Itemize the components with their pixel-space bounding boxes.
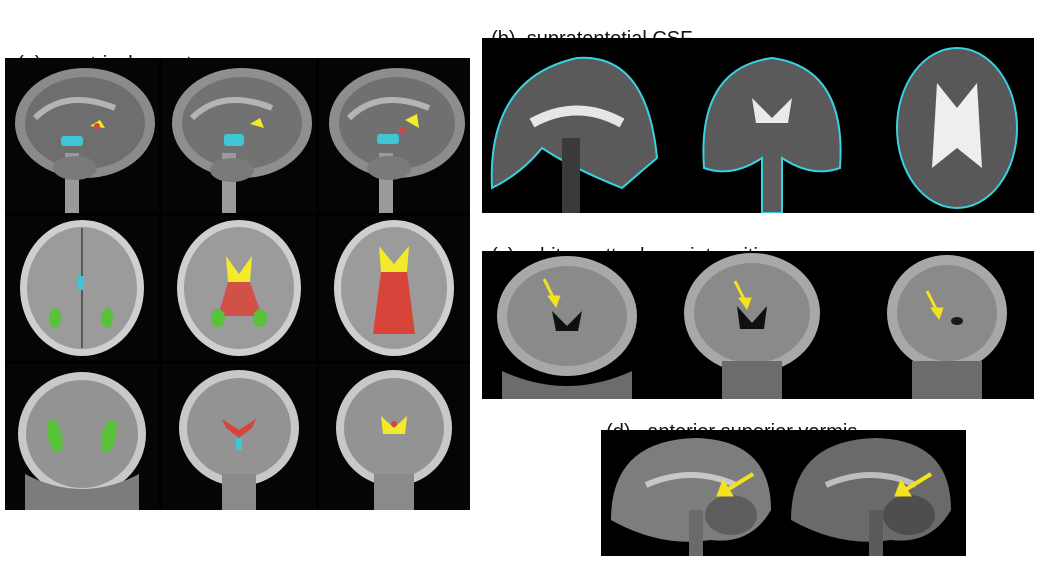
brain-mri-slice-icon <box>18 372 146 510</box>
brain-mri-slice-icon <box>179 370 299 510</box>
brain-mri-slice-icon <box>177 220 301 356</box>
sagittal-slice-1 <box>5 58 159 213</box>
panel-d-image-strip <box>601 430 966 556</box>
annotation-arrow-icon <box>716 472 933 497</box>
axial-slice-3 <box>319 216 470 361</box>
brain-mri-slice-icon <box>490 47 1018 213</box>
brain-mri-slice-icon <box>611 438 951 556</box>
panel-c-image-strip <box>482 251 1034 399</box>
coronal-slice-2 <box>162 364 316 510</box>
brain-mri-slice-icon <box>20 220 144 356</box>
coronal-slice-1 <box>5 364 159 510</box>
brain-mri-slice-icon <box>336 370 452 510</box>
brain-mri-slice-icon <box>497 253 1007 399</box>
sagittal-slice-3 <box>319 58 470 213</box>
annotation-arrow-icon <box>542 278 944 321</box>
sagittal-slice-2 <box>162 58 316 213</box>
axial-slice-2 <box>162 216 316 361</box>
axial-slice-1 <box>5 216 159 361</box>
coronal-slice-3 <box>319 364 470 510</box>
panel-a-image-grid <box>5 58 470 510</box>
panel-b-image-strip <box>482 38 1034 213</box>
brain-mri-slice-icon <box>172 68 312 213</box>
brain-mri-slice-icon <box>334 220 454 356</box>
brain-mri-slice-icon <box>15 68 155 213</box>
brain-mri-slice-icon <box>329 68 465 213</box>
